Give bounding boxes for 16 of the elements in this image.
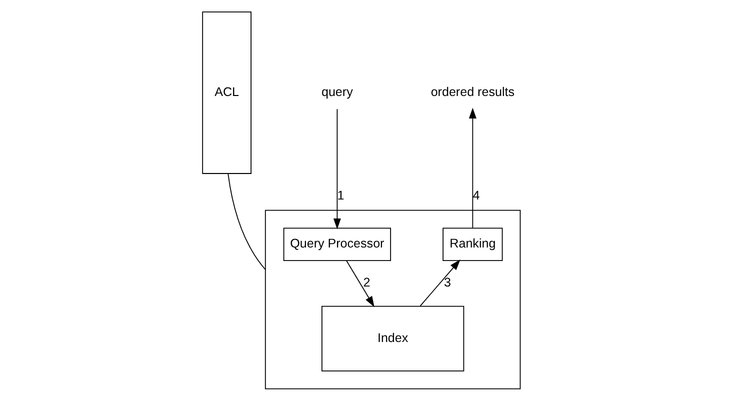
connector (228, 173, 266, 270)
edge-label: 3 (444, 276, 452, 290)
arrow (333, 108, 341, 230)
arrow (346, 260, 374, 308)
edge-label: 2 (363, 276, 370, 290)
node-text: ordered results (430, 85, 515, 100)
edge-label: 1 (337, 188, 344, 203)
node-box: Query Processor (283, 228, 392, 261)
arrow (420, 260, 460, 306)
node-box: Ranking (442, 228, 503, 261)
node-box: ACL (202, 12, 252, 174)
node-text: query (321, 85, 353, 100)
node-box: Index (321, 306, 464, 372)
edge-label: 4 (472, 188, 480, 203)
cluster (264, 210, 521, 390)
arrow (468, 108, 476, 228)
